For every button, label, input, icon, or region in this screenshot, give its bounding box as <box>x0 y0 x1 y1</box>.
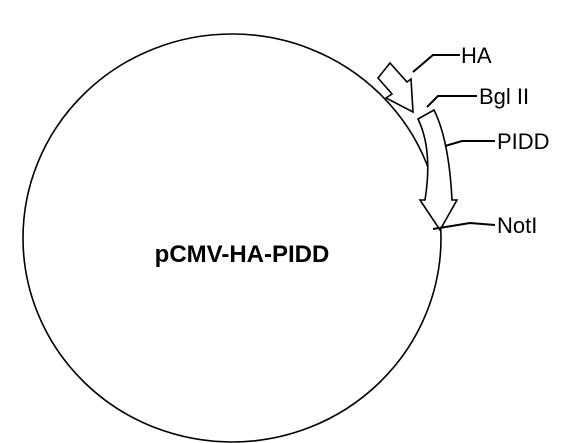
noti-label: NotI <box>497 213 537 238</box>
plasmid-name-label: pCMV-HA-PIDD <box>155 241 330 268</box>
noti-leader-line <box>432 221 496 230</box>
pidd-leader-line <box>444 140 495 147</box>
pidd-label: PIDD <box>497 129 550 154</box>
bgl2-leader-line <box>426 95 477 108</box>
bgl2-label: Bgl II <box>479 84 529 109</box>
pidd-feature-arrow <box>416 108 459 232</box>
plasmid-circle <box>22 33 442 443</box>
ha-label: HA <box>461 43 492 68</box>
ha-leader-line <box>412 54 460 73</box>
ha-feature-arrow <box>376 61 414 114</box>
